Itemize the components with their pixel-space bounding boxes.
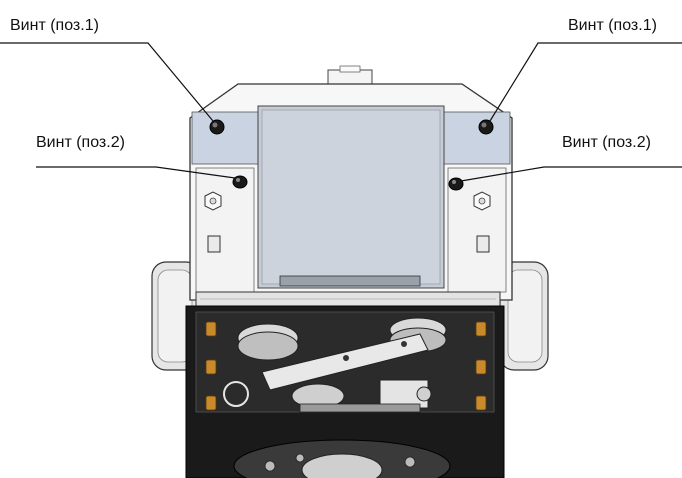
callout-screw-pos2-right: Винт (поз.2): [562, 134, 651, 151]
upper-enclosure: [189, 83, 513, 301]
top-tab: [327, 65, 373, 85]
right-hardware: [473, 191, 491, 253]
screw-pos2-left: [232, 175, 248, 189]
leader-mid-right: [460, 166, 682, 182]
callout-screw-pos1-left: Винт (поз.1): [10, 17, 99, 34]
screw-pos2-right: [448, 177, 464, 191]
left-hardware: [204, 191, 222, 253]
brass-fittings-left: [205, 321, 217, 411]
middle-ledge: [195, 291, 501, 307]
callout-screw-pos1-right: Винт (поз.1): [568, 17, 657, 34]
leader-mid-left: [36, 166, 236, 179]
callout-screw-pos2-left: Винт (поз.2): [36, 134, 125, 151]
leader-top-right: [489, 42, 682, 122]
screw-pos1-left: [209, 119, 225, 135]
screw-pos1-right: [478, 119, 494, 135]
brass-fittings-right: [475, 321, 487, 411]
leader-top-left: [0, 42, 214, 122]
bottom-flange: [233, 439, 451, 478]
drive-mechanism: [223, 317, 447, 413]
